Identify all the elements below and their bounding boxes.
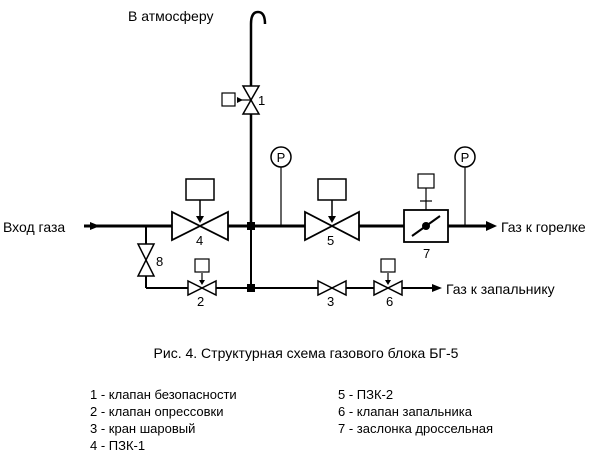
legend-item: 7 - заслонка дроссельная	[338, 421, 493, 436]
number-2: 2	[197, 294, 204, 309]
legend-item: 6 - клапан запальника	[338, 404, 473, 419]
pressure-gauge-left	[270, 146, 292, 226]
number-5: 5	[327, 233, 334, 248]
igniter-arrow	[432, 284, 442, 292]
igniter-valve-6	[373, 258, 403, 297]
junction-node-upper	[247, 222, 255, 230]
junction-node-lower	[247, 284, 255, 292]
label-atmosphere: В атмосферу	[128, 8, 213, 24]
number-1: 1	[258, 93, 265, 108]
number-8: 8	[156, 254, 163, 269]
safety-valve-1	[221, 85, 261, 115]
legend-item: 1 - клапан безопасности	[90, 387, 237, 402]
gauge-symbol-left: P	[277, 150, 286, 165]
burner-arrow	[486, 221, 497, 231]
throttle-damper-7	[403, 173, 449, 243]
test-valve-2	[187, 258, 217, 297]
pressure-gauge-right	[454, 146, 476, 226]
shutoff-valve-5	[304, 178, 360, 242]
vent-hook	[249, 10, 267, 25]
inlet-arrow	[90, 222, 100, 230]
number-7: 7	[423, 246, 430, 261]
valve-8	[136, 243, 156, 277]
number-3: 3	[327, 294, 334, 309]
gauge-symbol-right: P	[461, 150, 470, 165]
legend-item: 3 - кран шаровый	[90, 421, 195, 436]
legend: 1 - клапан безопасности 2 - клапан опрес…	[90, 387, 493, 453]
shutoff-valve-4	[171, 178, 229, 242]
label-gas-inlet: Вход газа	[3, 219, 65, 235]
number-4: 4	[196, 233, 203, 248]
legend-item: 4 - ПЗК-1	[90, 438, 145, 453]
label-to-burner: Газ к горелке	[501, 219, 586, 235]
number-6: 6	[386, 294, 393, 309]
figure-caption: Рис. 4. Структурная схема газового блока…	[154, 345, 459, 361]
legend-item: 5 - ПЗК-2	[338, 387, 393, 402]
ball-valve-3	[317, 279, 347, 297]
label-to-igniter: Газ к запальнику	[446, 281, 555, 297]
legend-item: 2 - клапан опрессовки	[90, 404, 223, 419]
